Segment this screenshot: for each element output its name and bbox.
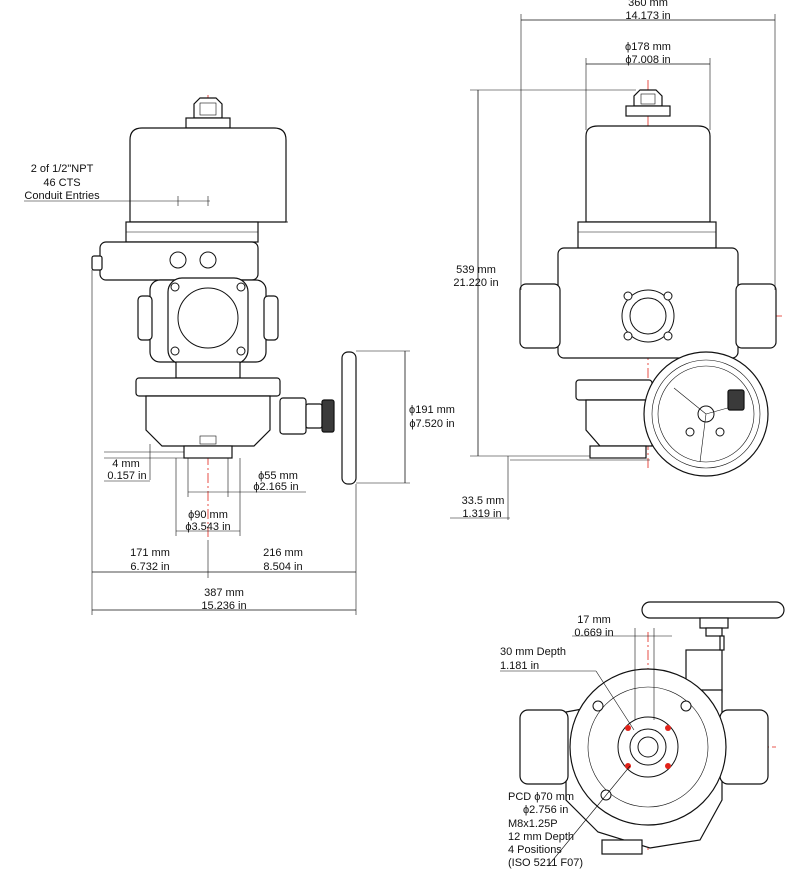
- front-dimensions: 2 of 1/2"NPT 46 CTS Conduit Entries ϕ191…: [24, 163, 455, 615]
- side-knob: [633, 89, 663, 107]
- base-offset-in: 1.319 in: [462, 508, 501, 520]
- cover-dia-in: ϕ7.008 in: [625, 54, 670, 66]
- side-height-mm: 539 mm: [456, 264, 496, 276]
- pcd-note-1: PCD ϕ70 mm: [508, 791, 574, 803]
- flange-dia-mm: ϕ90 mm: [188, 509, 228, 521]
- conduit-entry-1: [169, 251, 187, 269]
- depth-in: 1.181 in: [500, 660, 539, 672]
- overall-width-in: 15.236 in: [201, 600, 246, 612]
- cover-dia-mm: ϕ178 mm: [625, 41, 671, 53]
- front-view: [91, 95, 357, 540]
- offset-in: 0.669 in: [574, 627, 613, 639]
- bore-dia-in: ϕ2.165 in: [253, 481, 298, 493]
- conduit-entry-2: [199, 251, 217, 269]
- bottom-handwheel: [641, 601, 785, 619]
- side-cover: [585, 125, 711, 223]
- step-height-in: 0.157 in: [107, 470, 146, 482]
- overall-width-mm: 387 mm: [204, 587, 244, 599]
- side-width-mm: 360 mm: [628, 0, 668, 9]
- depth-mm: 30 mm Depth: [500, 646, 566, 658]
- flange-dia-in: ϕ3.543 in: [185, 521, 230, 533]
- pcd-note-6: (ISO 5211 F07): [508, 857, 583, 869]
- handwheel-dia-in: ϕ7.520 in: [409, 418, 454, 430]
- pcd-note-2: ϕ2.756 in: [523, 804, 568, 816]
- handwheel: [341, 351, 357, 485]
- left-offset-mm: 171 mm: [130, 547, 170, 559]
- cover: [129, 127, 287, 223]
- right-offset-mm: 216 mm: [263, 547, 303, 559]
- side-width-in: 14.173 in: [625, 10, 670, 22]
- conduit-note-3: Conduit Entries: [24, 190, 100, 202]
- side-height-in: 21.220 in: [453, 277, 498, 289]
- bottom-view: [519, 601, 785, 855]
- conduit-note-2: 46 CTS: [43, 177, 80, 189]
- pcd-note-3: M8x1.25P: [508, 818, 558, 830]
- pcd-note-4: 12 mm Depth: [508, 831, 574, 843]
- side-view: [519, 80, 785, 477]
- pcd-note-5: 4 Positions: [508, 844, 562, 856]
- side-dimensions: 360 mm 14.173 in ϕ178 mm ϕ7.008 in 539 m…: [450, 0, 776, 520]
- left-offset-in: 6.732 in: [130, 561, 169, 573]
- right-offset-in: 8.504 in: [263, 561, 302, 573]
- base-offset-mm: 33.5 mm: [462, 495, 505, 507]
- step-height-mm: 4 mm: [112, 458, 140, 470]
- bore-dia-mm: ϕ55 mm: [258, 470, 298, 482]
- conduit-note-1: 2 of 1/2"NPT: [31, 163, 94, 175]
- lower-flange: [135, 377, 281, 397]
- bottom-dimensions: 17 mm 0.669 in 30 mm Depth 1.181 in PCD …: [500, 614, 672, 869]
- offset-mm: 17 mm: [577, 614, 611, 626]
- handwheel-dia-mm: ϕ191 mm: [409, 404, 455, 416]
